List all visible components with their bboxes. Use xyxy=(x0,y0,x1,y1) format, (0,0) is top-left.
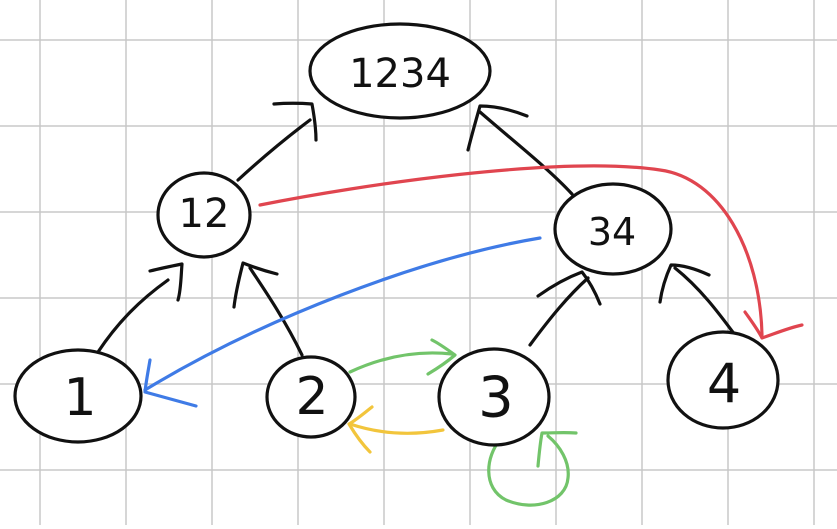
edge-34-to-1-blue xyxy=(143,236,542,392)
node-1-outline xyxy=(13,348,143,444)
arrowhead-3-to-2-yellow xyxy=(347,405,374,454)
node-labels: 1234 12 34 1 2 3 4 xyxy=(63,51,741,431)
edge-3-self-loop-green xyxy=(487,434,570,507)
node-2-outline xyxy=(265,355,357,439)
arrowhead-34-to-1234 xyxy=(466,104,529,152)
node-2-label: 2 xyxy=(295,367,328,427)
edge-3-to-34 xyxy=(528,276,590,347)
node-34-label: 34 xyxy=(588,210,636,254)
node-4-outline xyxy=(666,330,780,430)
node-1234-outline xyxy=(308,22,492,120)
node-12-outline xyxy=(156,171,252,259)
node-1-label: 1 xyxy=(63,368,96,428)
edge-3-to-2-yellow xyxy=(348,422,445,435)
node-3-outline xyxy=(437,347,551,447)
arrowhead-2-to-3-green xyxy=(426,338,457,376)
edge-34-to-1234 xyxy=(478,110,574,196)
arrowhead-3-self-loop-green xyxy=(536,430,578,468)
edge-4-to-34 xyxy=(673,266,737,337)
arrowhead-3-to-34 xyxy=(536,270,602,306)
colored-edges xyxy=(143,164,804,507)
node-34-outline xyxy=(553,182,673,276)
arrowhead-1-to-12 xyxy=(148,262,184,302)
node-4-label: 4 xyxy=(707,353,741,416)
arrowhead-2-to-12 xyxy=(232,261,279,309)
edge-1-to-12 xyxy=(96,278,170,354)
node-3-label: 3 xyxy=(478,366,514,431)
edge-2-to-3-green xyxy=(348,351,454,374)
edge-2-to-12 xyxy=(248,266,304,357)
arrowhead-12-to-4-red xyxy=(743,310,804,340)
edge-12-to-1234 xyxy=(236,118,312,182)
nodes xyxy=(13,22,780,447)
arrowhead-12-to-1234 xyxy=(272,101,318,142)
tree-edges xyxy=(96,101,737,357)
edge-12-to-4-red xyxy=(258,164,764,337)
node-12-label: 12 xyxy=(179,191,230,237)
node-1234-label: 1234 xyxy=(349,51,451,97)
arrowhead-4-to-34 xyxy=(658,263,711,304)
arrowhead-34-to-1-blue xyxy=(143,358,198,408)
